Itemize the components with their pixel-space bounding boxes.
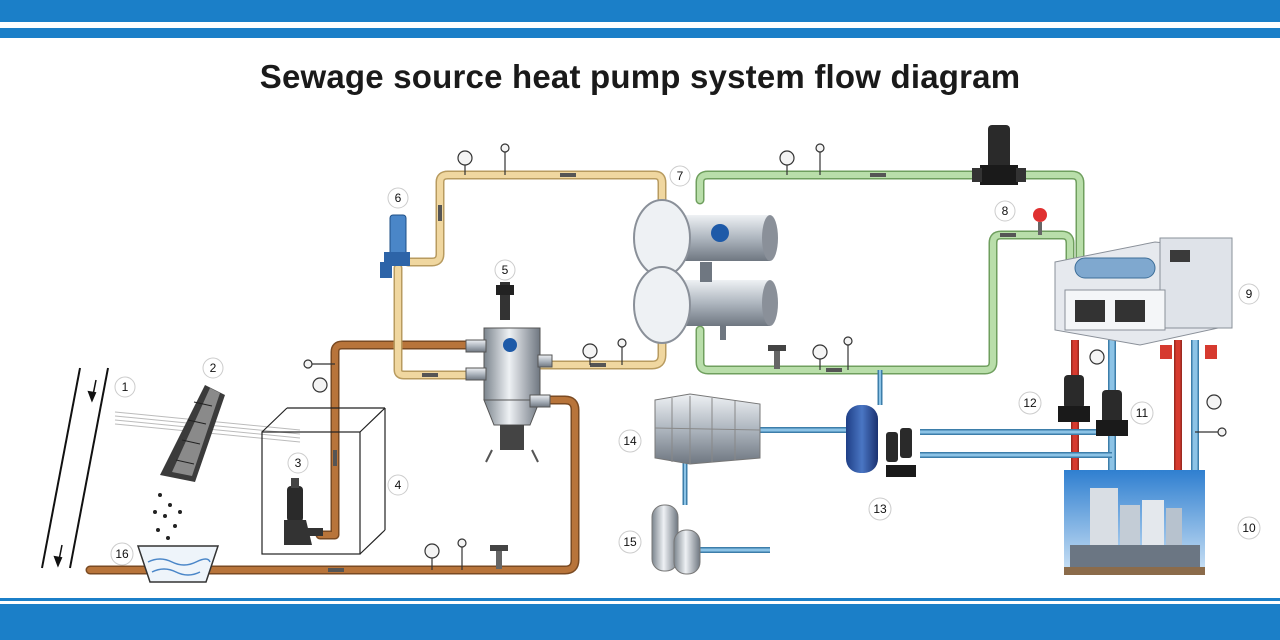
- sewage-channel-icon: [41, 367, 109, 569]
- heat-pump-unit-icon: [1054, 237, 1233, 359]
- number-label-5: 5: [494, 259, 516, 281]
- number-label-4: 4: [387, 474, 409, 496]
- dirt-separator-icon: [465, 282, 553, 463]
- expansion-tank-icon: [846, 405, 916, 477]
- flow-meters: [490, 208, 1047, 569]
- number-label-8: 8: [994, 200, 1016, 222]
- number-label-11: 11: [1130, 401, 1154, 425]
- number-label-12: 12: [1018, 391, 1042, 415]
- number-label-16-text: 16: [115, 547, 129, 561]
- green-loop-pipe: [695, 170, 1085, 375]
- number-label-10-text: 10: [1242, 521, 1256, 535]
- sewage-pipe-loop: [85, 340, 580, 575]
- pump-icon: [1096, 390, 1128, 436]
- top-band-stripe: [0, 28, 1280, 38]
- building-icon: [1064, 470, 1205, 575]
- softener-icon: [651, 504, 701, 575]
- number-label-13: 13: [868, 497, 892, 521]
- number-label-8-text: 8: [1002, 204, 1009, 218]
- number-label-9-text: 9: [1246, 287, 1253, 301]
- number-label-2-text: 2: [210, 361, 217, 375]
- pump-icon: [1058, 375, 1090, 422]
- number-label-6-text: 6: [395, 191, 402, 205]
- number-label-16: 16: [110, 542, 134, 566]
- submersible-pump-icon: [284, 478, 323, 545]
- sewage-pool-icon: [261, 407, 386, 555]
- number-label-3-text: 3: [295, 456, 302, 470]
- number-label-13-text: 13: [873, 502, 887, 516]
- number-label-14: 14: [618, 429, 642, 453]
- number-labels: 1 2 3 4 5 6 7 8 9 10 11 12 13 14 15: [110, 165, 1261, 566]
- number-label-12-text: 12: [1023, 396, 1037, 410]
- pipeline-pump-icon: [380, 214, 410, 278]
- number-label-7-text: 7: [677, 169, 684, 183]
- number-label-1-text: 1: [122, 380, 129, 394]
- number-label-2: 2: [202, 357, 224, 379]
- number-label-7: 7: [669, 165, 691, 187]
- inner-loop-pipe: [393, 170, 667, 380]
- number-label-6: 6: [387, 187, 409, 209]
- number-label-14-text: 14: [623, 434, 637, 448]
- top-band: [0, 0, 1280, 22]
- number-label-1: 1: [114, 376, 136, 398]
- number-label-11-text: 11: [1136, 406, 1149, 420]
- number-label-5-text: 5: [502, 263, 509, 277]
- bottom-band-stripe: [0, 598, 1280, 601]
- number-label-9: 9: [1238, 283, 1260, 305]
- number-label-4-text: 4: [395, 478, 402, 492]
- number-label-10: 10: [1237, 516, 1261, 540]
- number-label-15: 15: [618, 530, 642, 554]
- water-tank-icon: [654, 393, 761, 465]
- heat-exchanger-icon: [633, 199, 778, 344]
- diagram-title: Sewage source heat pump system flow diag…: [259, 58, 1021, 95]
- circulation-pump-icon: [972, 125, 1026, 185]
- number-label-15-text: 15: [623, 535, 637, 549]
- gauges: [303, 143, 1227, 570]
- number-label-3: 3: [287, 452, 309, 474]
- pipe-joints: [328, 173, 1016, 572]
- collection-trough-icon: [136, 545, 220, 583]
- screen-filter-icon: [114, 385, 301, 540]
- bottom-band: [0, 604, 1280, 640]
